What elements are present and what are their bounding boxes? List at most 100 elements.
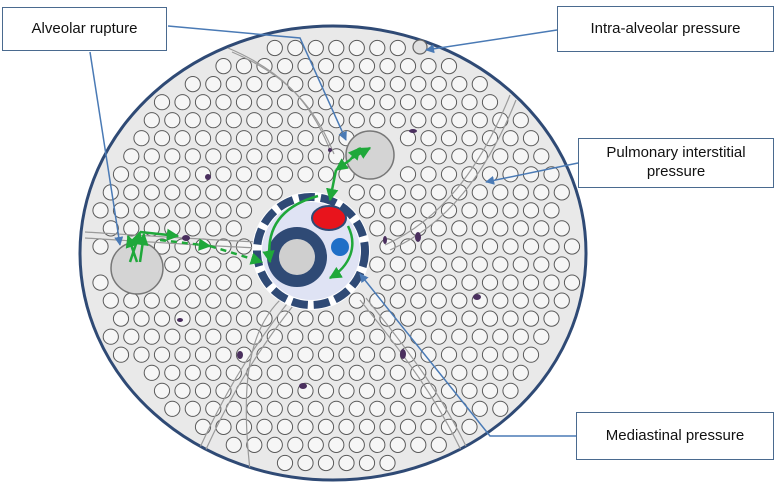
alveolus: [420, 238, 437, 255]
alveolus: [410, 256, 427, 273]
alveolus: [194, 382, 212, 399]
alveolus: [348, 364, 365, 381]
alveolus: [276, 130, 294, 147]
alveolus: [225, 256, 242, 273]
alveolus: [348, 112, 365, 129]
alveolus: [512, 364, 529, 381]
alveolus: [153, 346, 171, 363]
alveolus: [307, 148, 324, 165]
air-flow-arrows: [125, 146, 372, 280]
alveolus: [276, 94, 294, 111]
alveolus: [358, 346, 376, 363]
alveolus: [235, 58, 253, 75]
alveolus: [164, 256, 181, 273]
alveolus: [389, 292, 406, 309]
alveolus: [307, 364, 324, 381]
alveolus: [399, 130, 417, 147]
alveolus: [399, 418, 417, 435]
alveolus: [440, 202, 458, 219]
alveolus: [451, 256, 468, 273]
alveolus: [430, 184, 447, 201]
alveolus: [420, 418, 437, 435]
alveolus: [461, 274, 478, 291]
alveolus: [399, 166, 417, 183]
alveolus: [317, 346, 335, 363]
alveolus: [256, 310, 273, 327]
alveolus: [502, 130, 519, 147]
alveolus: [246, 292, 263, 309]
alveolus: [543, 238, 560, 255]
alveolus: [194, 130, 212, 147]
alveolus: [379, 382, 396, 399]
alveolus: [266, 400, 283, 417]
alveolus: [348, 39, 365, 57]
alveolus: [420, 310, 437, 327]
alveolus: [471, 256, 488, 273]
alveolus: [512, 112, 529, 129]
alveolus: [307, 39, 324, 57]
alveolus: [164, 148, 181, 165]
alveolus: [123, 292, 140, 309]
alveolus: [215, 346, 232, 363]
alveolus: [338, 382, 355, 399]
alveolus: [153, 166, 171, 183]
alveolus: [194, 202, 212, 219]
alveolus: [205, 256, 222, 273]
alveolus: [461, 346, 478, 363]
alveolus: [205, 220, 222, 237]
alveolus: [369, 364, 386, 381]
alveolus: [379, 346, 396, 363]
alveolus: [112, 166, 130, 183]
alveolus: [481, 238, 499, 255]
alveolus: [164, 292, 181, 309]
alveolus: [225, 292, 242, 309]
alveolus: [358, 454, 376, 472]
alveolus: [266, 39, 283, 57]
alveolus: [194, 274, 212, 291]
alveolus: [389, 400, 406, 417]
alveolus: [102, 328, 119, 345]
alveolus: [348, 292, 365, 309]
alveolus: [287, 328, 304, 345]
alveolus: [153, 94, 171, 111]
alveolus: [410, 400, 427, 417]
alveolus: [492, 292, 509, 309]
alveolus: [184, 220, 201, 237]
alveolus: [205, 364, 222, 381]
alveolus: [379, 58, 396, 75]
alveolus: [389, 112, 406, 129]
alveolus: [451, 76, 468, 93]
alveolus: [328, 76, 345, 93]
alveolus: [215, 130, 232, 147]
alveolus: [328, 436, 345, 453]
alveolus: [451, 112, 468, 129]
alveolus: [358, 202, 376, 219]
alveolus: [461, 130, 478, 147]
alveolus: [215, 418, 232, 435]
alveolus: [338, 58, 355, 75]
alveolus: [348, 328, 365, 345]
artery: [311, 205, 347, 231]
alveolus: [492, 184, 509, 201]
alveolus: [481, 382, 499, 399]
alveolus: [184, 76, 201, 93]
alveolus: [123, 220, 140, 237]
alveolus: [194, 310, 212, 327]
alveolus: [379, 454, 396, 472]
alveolus: [307, 400, 324, 417]
alveolus: [410, 184, 427, 201]
alveolus: [502, 166, 519, 183]
alveolus: [430, 292, 447, 309]
alveolus: [430, 256, 447, 273]
alveoli-field: [92, 39, 581, 472]
alveolus: [287, 112, 304, 129]
alveolus: [246, 148, 263, 165]
alveolus: [430, 112, 447, 129]
alveolus: [276, 418, 294, 435]
alveolus: [410, 76, 427, 93]
alveolus: [461, 202, 478, 219]
alveolus: [512, 256, 529, 273]
alveolus: [276, 166, 294, 183]
alveolus: [430, 436, 447, 453]
alveolus: [317, 166, 335, 183]
